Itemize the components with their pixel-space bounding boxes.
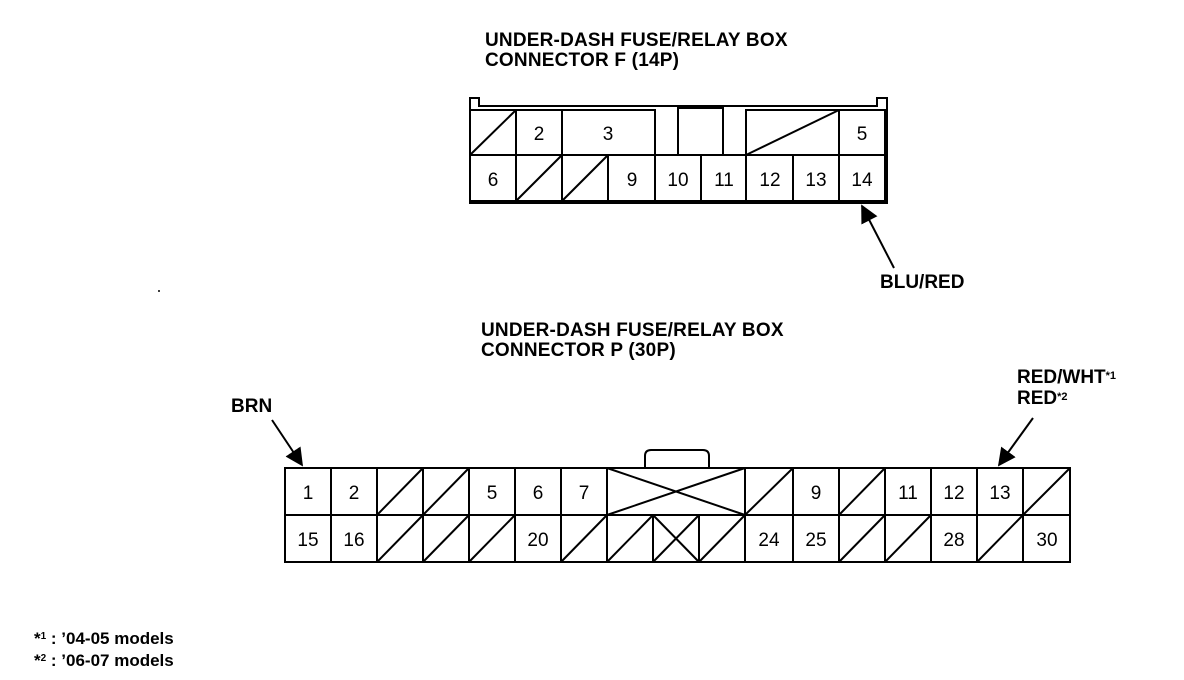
- connector-p-latch: [644, 449, 710, 468]
- connector-p-pin-16: 16: [343, 530, 364, 551]
- connector-p-pin-25: 25: [805, 530, 826, 551]
- stray-dot: [158, 290, 160, 292]
- connector-p-pin-11: 11: [898, 483, 918, 504]
- connector-p-pin-20: 20: [527, 530, 548, 551]
- connector-f-pin-13: 13: [805, 170, 826, 191]
- connector-p-pin-5: 5: [487, 483, 498, 504]
- connector-f-pin-5: 5: [857, 124, 868, 145]
- connector-f-pin-6: 6: [488, 170, 499, 191]
- connector-p-pin-30: 30: [1036, 530, 1057, 551]
- wire-label-red-text: RED: [1017, 388, 1058, 409]
- connector-f-pin-11: 11: [714, 170, 734, 191]
- connector-f-outline: [469, 97, 888, 204]
- connector-p-pin-2: 2: [349, 483, 360, 504]
- arrow-blu-red: [861, 204, 895, 269]
- footnote-2-text: : ’06-07 models: [46, 651, 174, 670]
- connector-p-pin-7: 7: [579, 483, 590, 504]
- footnote-1-sup: 1: [40, 631, 47, 642]
- footnote-1-mark: *: [34, 629, 41, 648]
- connector-p-pin-12: 12: [943, 483, 964, 504]
- wire-label-brn: BRN: [231, 396, 273, 417]
- wire-label-red-wht-text: RED/WHT: [1017, 367, 1106, 388]
- connector-f-pin-10: 10: [667, 170, 688, 191]
- arrow-red-wht: [997, 417, 1034, 467]
- connector-f-cell-key: [677, 107, 724, 156]
- connector-f-pin-9: 9: [627, 170, 638, 191]
- connector-f-pin-12: 12: [759, 170, 780, 191]
- connector-f-cell-14: [838, 154, 886, 202]
- connector-f-pin-14: 14: [851, 170, 873, 191]
- note-mark-1: *1: [1105, 370, 1117, 382]
- footnote-2-sup: 2: [40, 653, 47, 664]
- connector-p-title-line1: UNDER-DASH FUSE/RELAY BOX: [481, 320, 784, 341]
- connector-p-pin-1: 1: [303, 483, 314, 504]
- connector-p-pin-24: 24: [758, 530, 780, 551]
- connector-p-pin-15: 15: [297, 530, 318, 551]
- note-mark-2: *2: [1057, 391, 1068, 403]
- footnote-1: *1 : ’04-05 models: [34, 629, 174, 649]
- connector-f-pin-3: 3: [603, 124, 614, 145]
- wire-label-red: RED*2: [1017, 389, 1068, 409]
- connector-p-pin-6: 6: [533, 483, 544, 504]
- connector-p-pin-13: 13: [989, 483, 1010, 504]
- connector-p-title-line2: CONNECTOR P (30P): [481, 340, 676, 361]
- footnote-2: *2 : ’06-07 models: [34, 651, 174, 671]
- connector-p-pin-28: 28: [943, 530, 964, 551]
- connector-f: [469, 97, 888, 204]
- footnote-1-text: : ’04-05 models: [46, 629, 174, 648]
- wire-label-blu-red: BLU/RED: [880, 272, 965, 293]
- connector-f-title-line2: CONNECTOR F (14P): [485, 50, 680, 71]
- arrow-brn: [271, 419, 303, 467]
- footnote-2-mark: *: [34, 651, 41, 670]
- connector-p-pin-9: 9: [811, 483, 822, 504]
- connector-p: [284, 449, 1071, 563]
- connector-p-title: UNDER-DASH FUSE/RELAY BOX CONNECTOR P (3…: [481, 321, 784, 361]
- connector-f-title-line1: UNDER-DASH FUSE/RELAY BOX: [485, 30, 788, 51]
- connector-f-pin-2: 2: [534, 124, 545, 145]
- connector-f-title: UNDER-DASH FUSE/RELAY BOX CONNECTOR F (1…: [485, 31, 788, 71]
- wire-label-red-wht: RED/WHT*1: [1017, 368, 1116, 388]
